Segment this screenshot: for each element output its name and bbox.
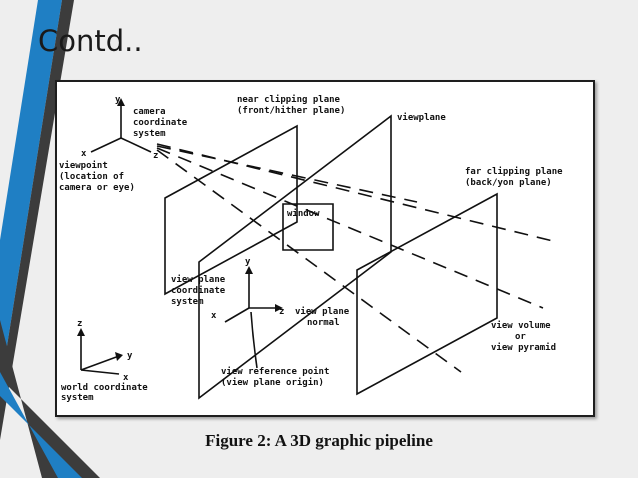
view-volume-label-line: view volume (491, 320, 551, 331)
world-axes (77, 328, 123, 375)
camera-z-label: z (153, 151, 158, 161)
camera-label-line: coordinate (133, 117, 188, 128)
camera-label-line: system (133, 129, 166, 139)
view-reference-point-arrow (250, 311, 258, 369)
pipeline-diagram: y x z camera coordinate system viewpoint… (59, 94, 568, 403)
slide-title: Contd.. (38, 24, 143, 58)
figure-frame: y x z camera coordinate system viewpoint… (55, 80, 595, 417)
window-label: window (287, 208, 320, 219)
near-plane-label-line: near clipping plane (237, 94, 341, 105)
vrp-label-line: (view plane origin) (221, 377, 324, 388)
far-plane-label: far clipping plane (back/yon plane) (465, 166, 568, 188)
view-plane-z-label: z (279, 307, 284, 317)
view-plane-cs-label: view plane coordinate system (171, 274, 231, 307)
viewpoint-label-line: camera or eye) (59, 183, 135, 193)
view-plane-cs-label-line: coordinate (171, 285, 226, 296)
view-pyramid-lines (156, 143, 558, 373)
near-plane-label-line: (front/hither plane) (237, 105, 345, 116)
view-plane-axes (224, 266, 283, 323)
viewpoint-label-line: viewpoint (59, 160, 108, 171)
world-x-label: x (123, 373, 129, 383)
view-plane-normal-label-line: normal (307, 318, 340, 328)
near-plane-label: near clipping plane (front/hither plane) (237, 94, 345, 116)
window-rectangle (282, 203, 334, 251)
viewplane-label: viewplane (397, 112, 446, 123)
viewpoint-label: viewpoint (location of camera or eye) (59, 160, 135, 193)
world-label-line: world coordinate (61, 382, 148, 393)
view-plane-cs-label-line: view plane (171, 274, 226, 285)
view-plane-cs-label-line: system (171, 297, 204, 307)
view-volume-label-line: or (515, 332, 526, 342)
world-y-label: y (127, 351, 133, 361)
view-volume-label-line: view pyramid (491, 342, 556, 353)
near-clipping-plane (164, 124, 298, 296)
world-label: world coordinate system (61, 382, 153, 403)
view-plane-x-label: x (211, 311, 217, 321)
far-plane-label-line: (back/yon plane) (465, 178, 552, 188)
view-plane (198, 114, 392, 400)
view-plane-normal-label: view plane normal (295, 306, 355, 328)
camera-axes (90, 98, 152, 153)
world-z-label: z (77, 319, 82, 329)
far-plane-label-line: far clipping plane (465, 166, 563, 177)
view-plane-y-label: y (245, 257, 251, 267)
vrp-label-line: view reference point (221, 366, 329, 377)
camera-x-label: x (81, 149, 87, 159)
vrp-label: view reference point (view plane origin) (221, 366, 335, 388)
camera-label-line: camera (133, 107, 166, 117)
camera-y-label: y (115, 95, 121, 105)
view-volume-label: view volume or view pyramid (491, 320, 556, 353)
view-plane-normal-label-line: view plane (295, 306, 350, 317)
far-clipping-plane (356, 192, 498, 396)
world-label-line: system (61, 393, 94, 403)
figure-caption: Figure 2: A 3D graphic pipeline (205, 431, 433, 450)
camera-label: camera coordinate system (133, 107, 193, 139)
viewpoint-label-line: (location of (59, 171, 124, 182)
